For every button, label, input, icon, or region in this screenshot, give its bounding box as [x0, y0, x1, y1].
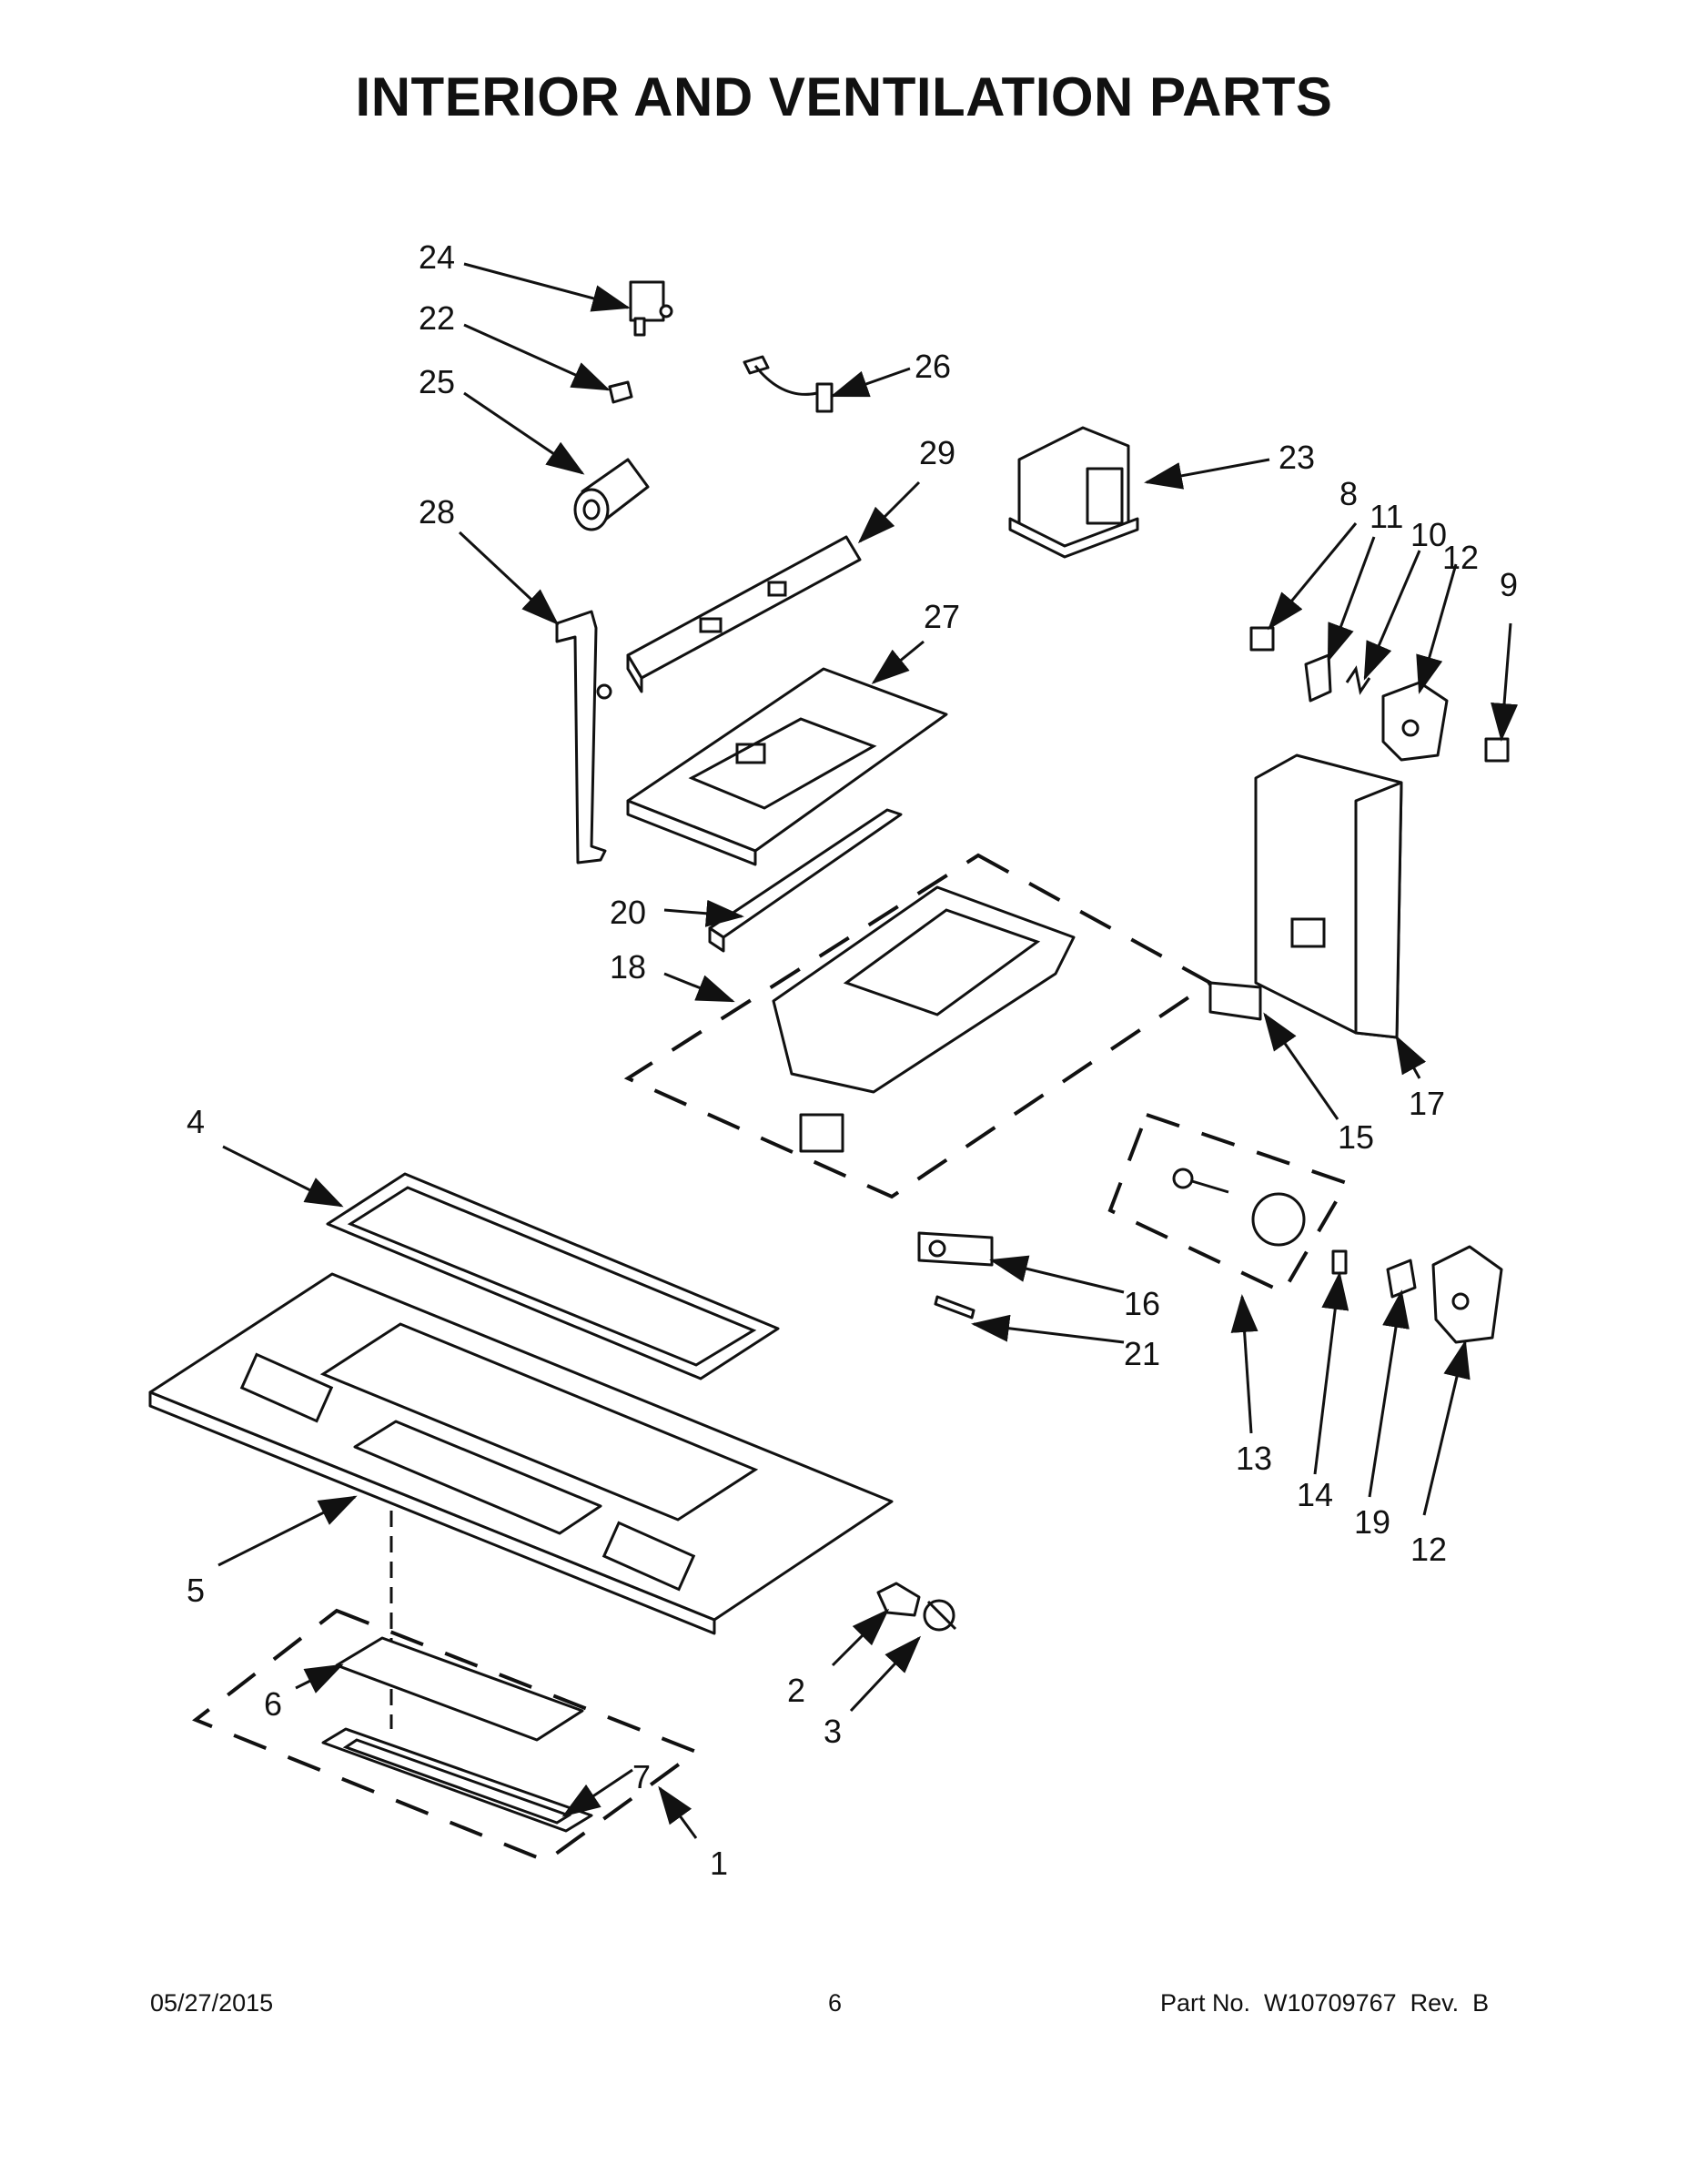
callout-12-upper: 12: [1442, 539, 1479, 576]
page-title: INTERIOR AND VENTILATION PARTS: [355, 66, 1333, 127]
part-2-lamp-socket: [876, 1582, 921, 1617]
footer-page-number: 6: [828, 1989, 843, 2017]
part-5-bottom-plate: [148, 1272, 894, 1635]
part-12-interlock-upper: [1381, 681, 1449, 762]
part-12-interlock-lower: [1431, 1245, 1503, 1344]
leader-arrows: [217, 262, 1519, 1839]
callout-21: 21: [1124, 1335, 1160, 1372]
part-22-clip: [608, 380, 633, 404]
callout-1: 1: [710, 1845, 728, 1882]
callout-10: 10: [1410, 516, 1447, 553]
callout-11: 11: [1370, 498, 1403, 535]
part-10-spring: [1345, 665, 1371, 695]
callout-25: 25: [419, 363, 455, 400]
part-26-wire: [743, 355, 834, 413]
callout-labels: 24 22 25 26 29 28 27 23 8 11 10 12 9 20 …: [187, 238, 1518, 1882]
part-23-transformer: [1008, 426, 1139, 559]
callout-4: 4: [187, 1103, 205, 1140]
callout-7: 7: [632, 1758, 651, 1795]
part-28-vertical-bracket: [555, 610, 612, 864]
part-29-panel-bracket: [626, 535, 862, 693]
part-11-switch: [1304, 653, 1332, 703]
part-17-side-panel: [1254, 753, 1403, 1039]
part-16-bracket: [917, 1231, 994, 1267]
part-21-pin: [934, 1295, 975, 1320]
part-24-bracket: [629, 280, 673, 337]
part-27-chassis-plate: [626, 667, 948, 866]
callout-12-lower: 12: [1410, 1531, 1447, 1568]
callout-24: 24: [419, 238, 455, 276]
part-20-bar: [708, 808, 903, 953]
callout-6: 6: [264, 1685, 282, 1723]
callout-8: 8: [1339, 475, 1358, 512]
part-8-switch: [1249, 626, 1275, 652]
callout-26: 26: [915, 348, 951, 385]
footer-date: 05/27/2015: [150, 1989, 274, 2017]
callout-2: 2: [787, 1672, 805, 1709]
callout-23: 23: [1279, 439, 1315, 476]
callout-27: 27: [924, 598, 960, 635]
part-19-switch: [1386, 1259, 1417, 1299]
callout-3: 3: [824, 1713, 842, 1750]
part-1-filter-group: [192, 1608, 701, 1864]
part-9-switch: [1484, 737, 1510, 763]
callout-9: 9: [1500, 566, 1518, 603]
part-15-block: [1208, 981, 1262, 1021]
part-14-screw: [1331, 1249, 1348, 1275]
callout-16: 16: [1124, 1285, 1160, 1322]
callout-13: 13: [1236, 1440, 1272, 1477]
part-3-lamp: [923, 1599, 957, 1632]
callout-15: 15: [1338, 1118, 1374, 1156]
callout-17: 17: [1409, 1085, 1445, 1122]
part-4-window: [326, 1172, 780, 1380]
callout-22: 22: [419, 299, 455, 337]
part-25-capacitor: [573, 458, 650, 531]
part-18-duct-group: [623, 853, 1214, 1199]
callout-5: 5: [187, 1572, 205, 1609]
callout-18: 18: [610, 948, 646, 986]
callout-29: 29: [919, 434, 955, 471]
part-13-fan-group: [1107, 1112, 1349, 1295]
callout-20: 20: [610, 894, 646, 931]
callout-19: 19: [1354, 1503, 1390, 1541]
callout-28: 28: [419, 493, 455, 531]
callout-14: 14: [1297, 1476, 1333, 1513]
footer-part-number: Part No. W10709767 Rev. B: [1160, 1989, 1490, 2017]
